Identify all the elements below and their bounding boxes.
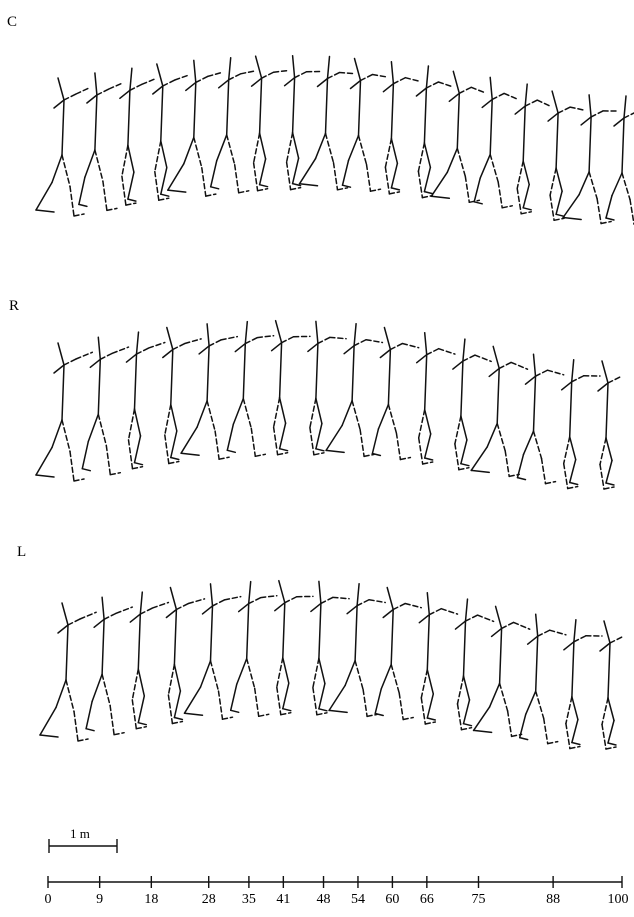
stick-figure	[474, 606, 530, 736]
panel-label-r: R	[9, 298, 19, 314]
stick-figure	[343, 59, 386, 192]
stick-figure	[82, 337, 128, 474]
stick-figure	[285, 56, 320, 190]
axis-tick-label: 28	[202, 892, 216, 907]
stick-figure	[275, 581, 313, 715]
stick-figure	[326, 324, 382, 457]
stick-figure-sequence-c	[36, 56, 634, 224]
stick-figure	[211, 58, 254, 193]
stick-figure	[252, 56, 287, 191]
stick-figure	[431, 71, 484, 202]
stick-figure	[474, 77, 517, 207]
stick-figure	[86, 597, 132, 734]
stick-figure	[375, 588, 421, 720]
axis-tick-label: 54	[351, 892, 365, 907]
axis-tick-label: 100	[608, 892, 629, 907]
panel-label-c: C	[7, 14, 17, 30]
stick-figure	[127, 332, 165, 469]
panel-r: R	[9, 298, 620, 489]
stick-figure	[563, 95, 616, 224]
stick-figure	[606, 96, 634, 224]
stick-figure	[564, 620, 602, 749]
stick-figure	[231, 582, 277, 717]
axis-tick-label: 0	[45, 892, 52, 907]
axis-tick-label: 75	[472, 892, 486, 907]
panel-label-l: L	[17, 544, 26, 560]
stick-figure	[163, 328, 201, 464]
stick-figure	[471, 346, 527, 476]
stick-figure	[153, 64, 188, 200]
stick-figure	[562, 360, 600, 489]
stick-figure-sequence-r	[36, 321, 620, 489]
axis-tick-label: 41	[276, 892, 290, 907]
scale-bar-label: 1 m	[70, 826, 90, 841]
stick-figure	[600, 621, 622, 749]
stick-figure	[515, 84, 550, 214]
axis-tick-label: 88	[546, 892, 560, 907]
axis-tick-label: 18	[144, 892, 158, 907]
stick-figure	[598, 361, 620, 489]
axis-tick-label: 48	[317, 892, 331, 907]
stick-figure	[518, 354, 564, 483]
axis-tick-label: 66	[420, 892, 434, 907]
stick-figure	[300, 57, 353, 190]
stick-figure	[185, 584, 241, 719]
stick-figure	[166, 588, 204, 724]
stick-figure	[372, 328, 418, 460]
stick-figure	[548, 91, 583, 220]
axis-tick-label: 9	[96, 892, 103, 907]
stick-figure	[79, 73, 122, 210]
stick-figure	[130, 592, 168, 729]
stick-figure	[419, 593, 457, 724]
stick-figure	[120, 68, 155, 205]
stick-figure	[227, 322, 273, 457]
stick-figure	[520, 614, 566, 743]
axis-tick-label: 35	[242, 892, 256, 907]
panel-l: L	[17, 544, 622, 749]
stick-figure	[272, 321, 310, 455]
stick-figure	[417, 333, 455, 464]
gait-cycle-axis: 0 9 18 28 35 41 48 54 60 66 75 88 100	[45, 876, 629, 907]
scale-bar: 1 m	[49, 826, 117, 853]
stick-figure	[329, 584, 385, 717]
axis-tick-label: 60	[385, 892, 399, 907]
stick-figure	[308, 321, 346, 454]
panel-c: C	[7, 14, 634, 224]
stick-figure	[311, 581, 349, 714]
stick-figure-sequence-l	[40, 581, 622, 749]
stick-figure	[383, 62, 418, 194]
stick-figure	[181, 324, 237, 459]
stick-figure	[416, 66, 451, 198]
